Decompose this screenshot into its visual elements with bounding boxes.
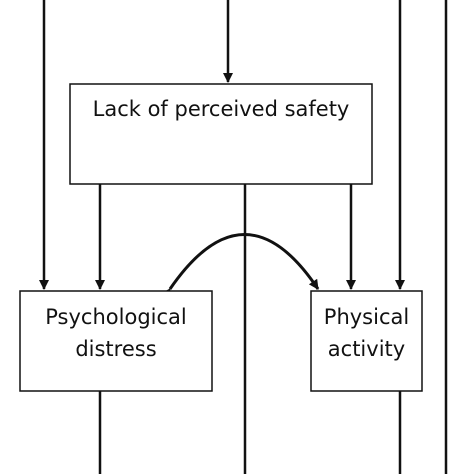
node-label-safety: Lack of perceived safety bbox=[92, 97, 350, 121]
correlation-curve-arrow bbox=[160, 233, 320, 300]
node-label-distress: Psychological distress bbox=[45, 305, 187, 361]
node-box-distress bbox=[19, 290, 213, 392]
node-label-activity: Physical activity bbox=[323, 305, 410, 361]
node-box-safety bbox=[69, 83, 373, 185]
node-box-activity bbox=[310, 290, 423, 392]
